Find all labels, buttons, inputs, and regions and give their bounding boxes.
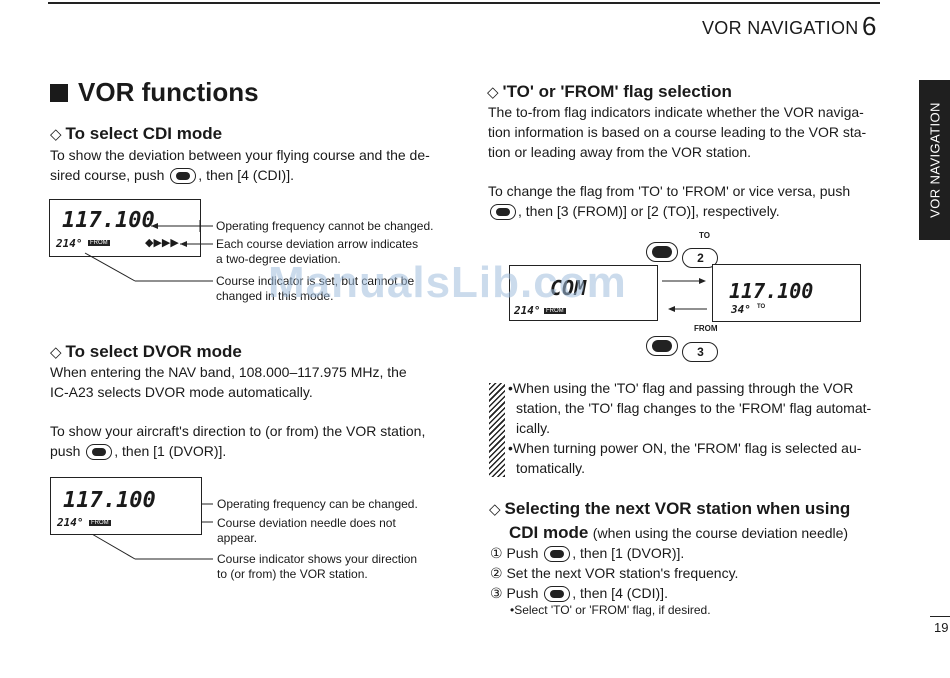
main-title: VOR functions [50, 77, 259, 108]
lcd-flag: FROM [544, 308, 566, 314]
note-2b: tomatically. [516, 460, 585, 476]
from-key-sequence: 3 [646, 336, 719, 362]
lcd-frequency: 117.100 [729, 279, 814, 303]
cdi-callout-2a: Each course deviation arrow indicates [216, 237, 419, 251]
key-2: 2 [682, 248, 719, 268]
flag-text-4: To change the flag from 'TO' to 'FROM' o… [488, 183, 851, 199]
side-tab: VOR NAVIGATION [919, 80, 950, 240]
function-key-icon [86, 444, 113, 461]
step-3-sub: •Select 'TO' or 'FROM' flag, if desired. [510, 603, 711, 617]
lcd-course: 34° [731, 303, 751, 316]
lcd-flag: FROM [88, 240, 110, 246]
cdi-text-1: To show the deviation between your flyin… [50, 147, 430, 163]
cdi-callout-1: Operating frequency cannot be changed. [216, 219, 434, 233]
note-hatch-bar [489, 383, 505, 477]
dvor-text-3: To show your aircraft's direction to (or… [50, 423, 426, 439]
lcd-frequency: 117.100 [63, 488, 156, 513]
dvor-callout-3a: Course indicator shows your direction [217, 552, 418, 566]
flag-text-5: , then [3 (FROM)] or [2 (TO)], respectiv… [488, 201, 780, 221]
flag-text-3: tion or leading away from the VOR statio… [488, 144, 752, 160]
cdi-lcd-display: 117.100 214° FROM ◆▶▶▶ [49, 199, 201, 257]
next-station-subheading: CDI mode (when using the course deviatio… [509, 523, 849, 542]
step-2: ② Set the next VOR station's frequency. [490, 565, 739, 581]
lcd-course: 214° [514, 304, 541, 317]
note-1c: ically. [516, 420, 550, 436]
note-1a: •When using the 'TO' flag and passing th… [508, 380, 854, 396]
chapter-number: 6 [862, 11, 877, 41]
diamond-icon: ◇ [487, 84, 499, 101]
flag-text-2: tion information is based on a course le… [488, 124, 867, 140]
flag-lcd-left: COM 214° FROM [509, 265, 658, 321]
page-number: 19 [934, 620, 949, 635]
dvor-callout-3b: to (or from) the VOR station. [217, 567, 368, 581]
lcd-course: 214° [56, 237, 83, 250]
to-key-sequence: 2 [646, 242, 719, 268]
lcd-frequency: 117.100 [62, 208, 155, 233]
to-label: TO [699, 231, 710, 240]
cdi-heading: ◇To select CDI mode [50, 124, 223, 143]
cdi-callout-2b: a two-degree deviation. [216, 252, 341, 266]
next-station-heading: ◇Selecting the next VOR station when usi… [489, 499, 851, 518]
dvor-heading: ◇To select DVOR mode [50, 342, 242, 361]
square-bullet-icon [50, 83, 68, 102]
lcd-flag: TO [757, 304, 766, 310]
function-button-icon [646, 336, 678, 356]
lcd-flag: FROM [89, 520, 111, 526]
lcd-frequency: COM [550, 276, 587, 300]
function-key-icon [490, 204, 516, 221]
dvor-callout-2a: Course deviation needle does not [217, 516, 396, 530]
function-key-icon [170, 168, 197, 185]
cdi-callout-3b: changed in this mode. [216, 289, 334, 303]
flag-text-1: The to-from flag indicators indicate whe… [488, 104, 864, 120]
cdi-text-2: sired course, push , then [4 (CDI)]. [50, 167, 294, 185]
cdi-callout-3a: Course indicator is set, but cannot be [216, 274, 415, 288]
diamond-icon: ◇ [489, 501, 501, 518]
note-1b: station, the 'TO' flag changes to the 'F… [516, 400, 872, 416]
page-number-rule [930, 616, 950, 617]
top-rule [48, 2, 880, 4]
watermark: ManualsLib.com [268, 258, 627, 307]
flag-heading: ◇'TO' or 'FROM' flag selection [487, 82, 732, 101]
dvor-text-4: push , then [1 (DVOR)]. [50, 443, 227, 461]
step-1: ① Push , then [1 (DVOR)]. [490, 545, 685, 563]
note-2a: •When turning power ON, the 'FROM' flag … [508, 440, 862, 456]
function-key-icon [544, 546, 571, 563]
from-label: FROM [694, 324, 718, 333]
dvor-text-2: IC-A23 selects DVOR mode automatically. [50, 384, 313, 400]
dvor-lcd-display: 117.100 214° FROM [50, 477, 202, 535]
flag-lcd-right: 117.100 34° TO [712, 264, 861, 322]
section-title: VOR NAVIGATION [702, 18, 859, 38]
deviation-arrows: ◆▶▶▶ [145, 237, 179, 249]
dvor-callout-2b: appear. [217, 531, 258, 545]
key-3: 3 [682, 342, 719, 362]
diamond-icon: ◇ [50, 126, 62, 143]
function-button-icon [646, 242, 678, 262]
lcd-course: 214° [57, 516, 84, 529]
step-3: ③ Push , then [4 (CDI)]. [490, 585, 668, 603]
function-key-icon [544, 586, 571, 603]
dvor-text-1: When entering the NAV band, 108.000–117.… [50, 364, 407, 380]
diamond-icon: ◇ [50, 344, 62, 361]
dvor-callout-1: Operating frequency can be changed. [217, 497, 418, 511]
